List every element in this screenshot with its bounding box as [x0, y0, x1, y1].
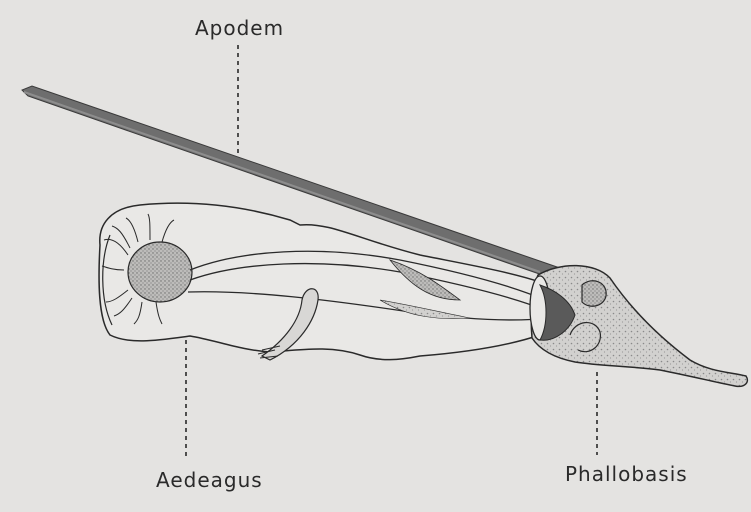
phallobasis-knob [582, 281, 606, 307]
apical-rosette [128, 242, 192, 302]
aedeagus-label: Aedeagus [156, 468, 263, 492]
apodem-label: Apodem [195, 16, 284, 40]
phallobasis-label: Phallobasis [565, 462, 688, 486]
